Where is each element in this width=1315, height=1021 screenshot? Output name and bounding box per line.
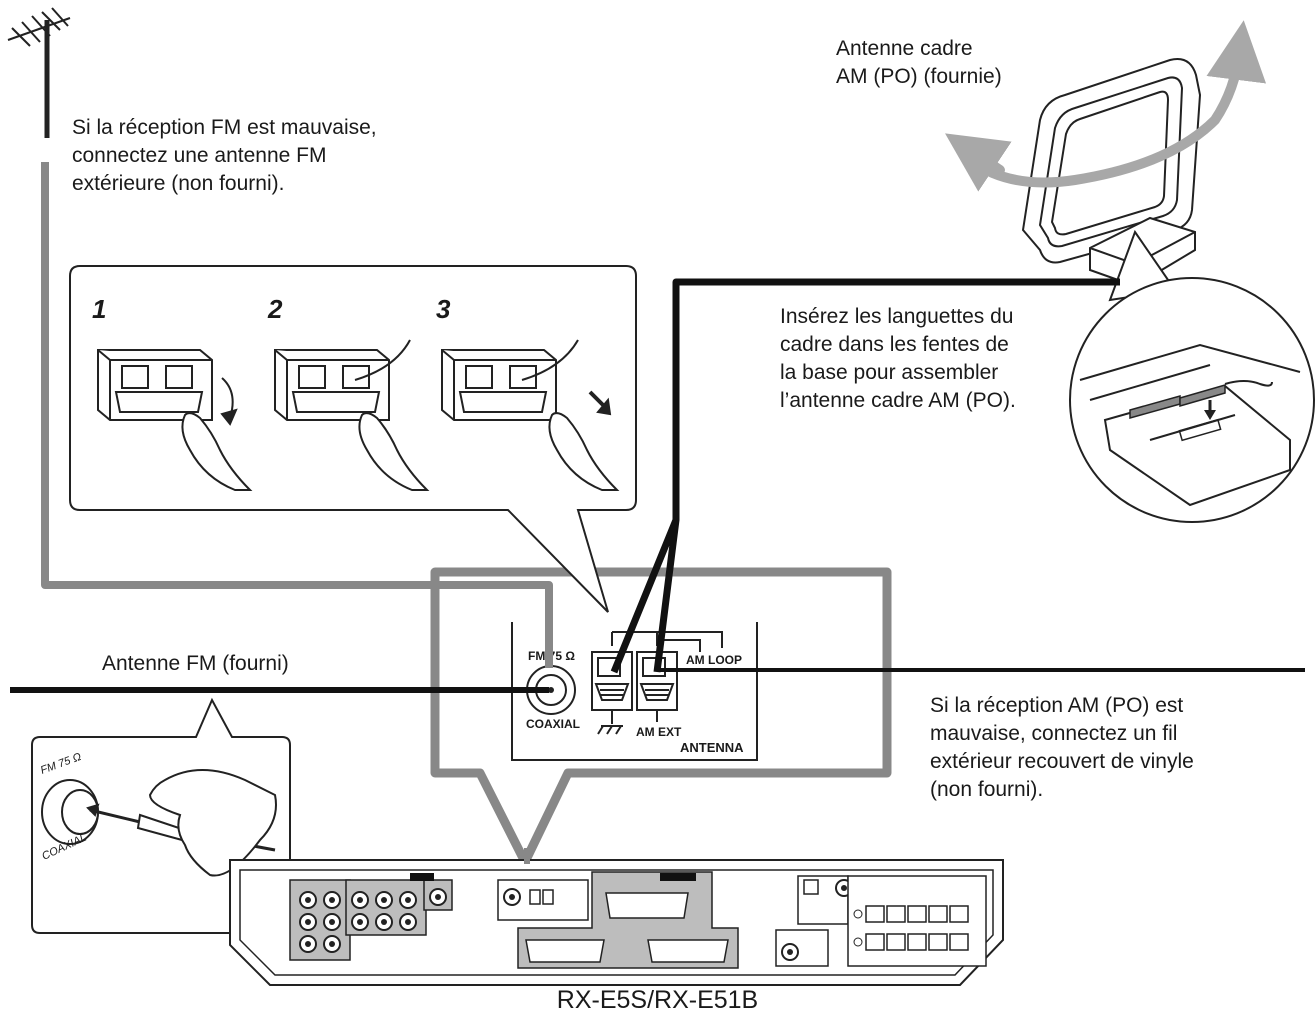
am-loop-title-line-2: AM (PO) (fournie) <box>836 65 1002 88</box>
assembly-line-3: la base pour assembler <box>780 361 999 384</box>
scart-connectors-icon <box>525 892 729 963</box>
step-1-terminal-icon <box>97 349 253 491</box>
am-outdoor-note: Si la réception AM (PO) est mauvaise, co… <box>930 692 1194 804</box>
loop-assembly-zoom <box>1069 229 1315 523</box>
outdoor-fm-antenna-icon <box>7 7 71 138</box>
am-outdoor-line-2: mauvaise, connectez un fil <box>930 722 1178 745</box>
step-1-number: 1 <box>92 294 106 324</box>
assembly-line-1: Insérez les languettes du <box>780 305 1014 328</box>
step-3-terminal-icon <box>441 339 620 491</box>
assembly-line-2: cadre dans les fentes de <box>780 333 1009 356</box>
panel-coaxial-label: COAXIAL <box>526 717 580 731</box>
rotation-arrow-icon <box>945 20 1267 192</box>
step-2-terminal-icon <box>274 339 430 491</box>
outdoor-fm-cable <box>41 162 553 668</box>
assembly-line-4: l’antenne cadre AM (PO). <box>780 389 1016 412</box>
speaker-terminals-icon <box>865 905 969 951</box>
fm-outdoor-line-2: connectez une antenne FM <box>72 144 327 167</box>
step-2-number: 2 <box>267 294 283 324</box>
am-loop-title-line-1: Antenne cadre <box>836 37 973 60</box>
inset-coaxial-jack-icon <box>41 769 277 877</box>
fm-outdoor-line-3: extérieure (non fourni). <box>72 172 285 195</box>
panel-antenna-label: ANTENNA <box>680 740 744 755</box>
model-number: RX-E5S/RX-E51B <box>556 986 759 1014</box>
fm-connection-inset: FM 75 Ω COAXIAL <box>31 697 291 934</box>
am-loop-antenna-icon <box>1021 58 1202 288</box>
step-3-number: 3 <box>436 294 451 324</box>
receiver-rear-panel <box>229 848 1004 986</box>
fm-outdoor-line-1: Si la réception FM est mauvaise, <box>72 116 377 139</box>
fm-outdoor-note: Si la réception FM est mauvaise, connect… <box>72 114 377 198</box>
am-loop-assembly-note: Insérez les languettes du cadre dans les… <box>780 303 1016 415</box>
fm-supplied-label: Antenne FM (fourni) <box>102 652 289 675</box>
am-loop-title: Antenne cadre AM (PO) (fournie) <box>836 35 1002 91</box>
am-loop-cable <box>610 278 1120 674</box>
panel-am-loop-label: AM LOOP <box>686 653 742 667</box>
am-outdoor-line-3: extérieur recouvert de vinyle <box>930 750 1194 773</box>
step-instructions-callout: 1 2 3 <box>69 265 637 613</box>
antenna-terminal-panel: FM 75 Ω COAXIAL AM LOOP AM EXT ANTENNA <box>511 622 758 761</box>
am-outdoor-line-1: Si la réception AM (PO) est <box>930 694 1184 717</box>
panel-am-ext-label: AM EXT <box>636 725 682 739</box>
am-outdoor-line-4: (non fourni). <box>930 778 1044 801</box>
